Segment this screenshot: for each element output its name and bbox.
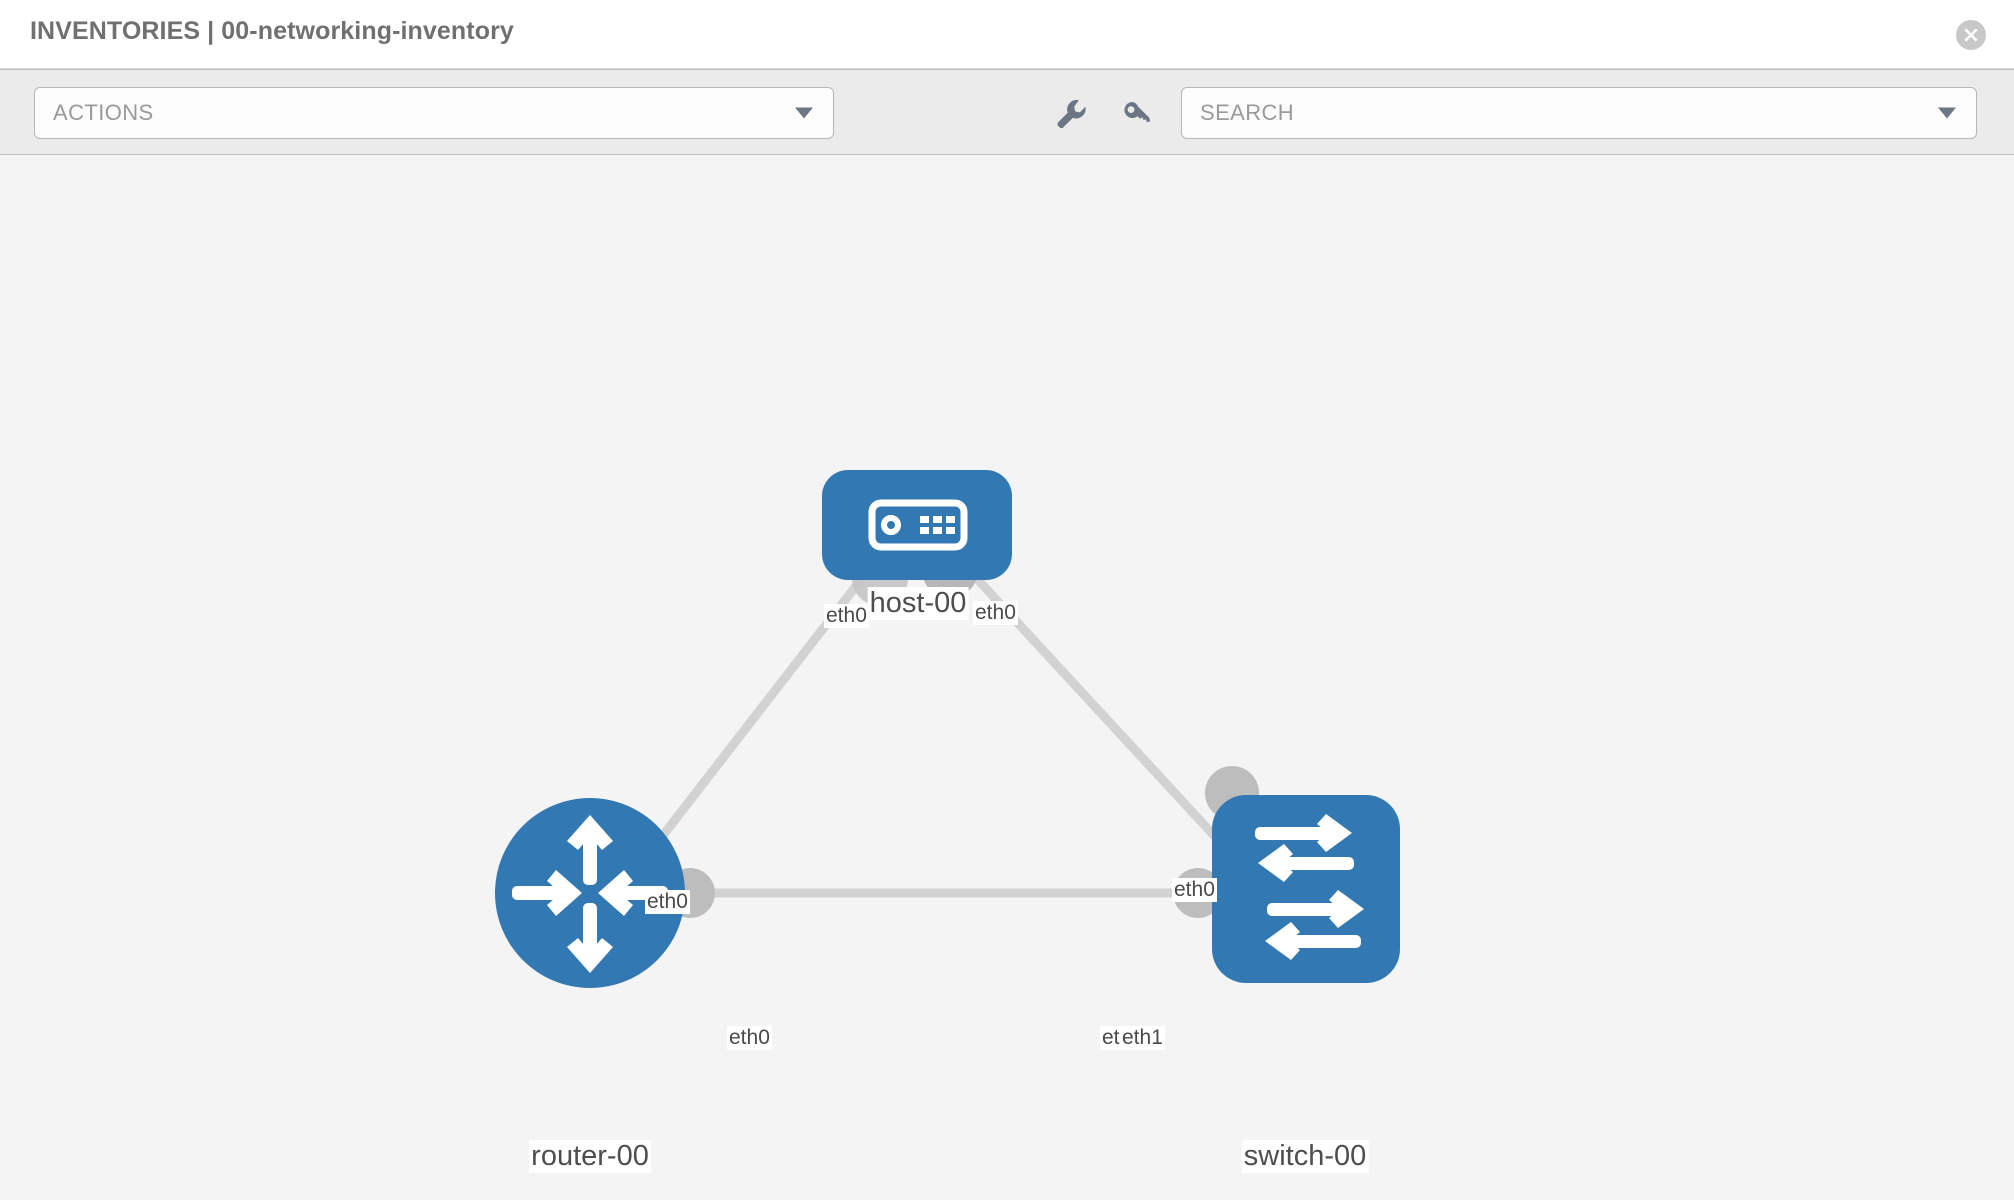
edge-host00-switch00[interactable] <box>951 551 1236 859</box>
node-switch-00[interactable] <box>1212 795 1400 983</box>
edge-label-host00-left: eth0 <box>824 604 869 628</box>
chevron-down-icon <box>1938 107 1956 119</box>
window-header: INVENTORIES | 00-networking-inventory <box>0 0 2014 69</box>
edge-label-router00-up: eth0 <box>645 890 690 914</box>
edge-label-switch00-left: eth1 <box>1120 1026 1165 1050</box>
node-label-host-00: host-00 <box>867 587 969 620</box>
node-host-00[interactable] <box>822 470 1012 580</box>
four-arrows-router-icon <box>512 815 668 973</box>
edge-label-switch00-up: eth0 <box>1172 878 1217 902</box>
page-title: INVENTORIES | 00-networking-inventory <box>30 17 514 45</box>
key-icon[interactable] <box>1120 96 1154 130</box>
edge-label-router00-right: eth0 <box>727 1026 772 1050</box>
actions-dropdown[interactable]: ACTIONS <box>34 87 834 139</box>
server-device-icon <box>868 499 968 551</box>
chevron-down-icon <box>795 107 813 119</box>
actions-dropdown-label: ACTIONS <box>53 100 154 125</box>
bidirectional-arrows-switch-icon <box>1255 814 1364 960</box>
search-input[interactable]: SEARCH <box>1181 87 1977 139</box>
topology-canvas[interactable]: eth0 eth0 eth0 eth0 eth0 eth eth1 host-0… <box>0 155 2014 1200</box>
node-router-00[interactable] <box>495 798 685 988</box>
edge-host00-router00[interactable] <box>636 552 884 868</box>
close-icon[interactable] <box>1956 20 1986 50</box>
edge-label-host00-right: eth0 <box>973 601 1018 625</box>
node-label-router-00: router-00 <box>529 1140 651 1173</box>
search-placeholder: SEARCH <box>1200 100 1295 125</box>
node-label-switch-00: switch-00 <box>1241 1140 1369 1173</box>
topology-graph <box>495 470 1400 988</box>
wrench-icon[interactable] <box>1053 96 1087 130</box>
toolbar: ACTIONS SEARCH <box>0 69 2014 155</box>
